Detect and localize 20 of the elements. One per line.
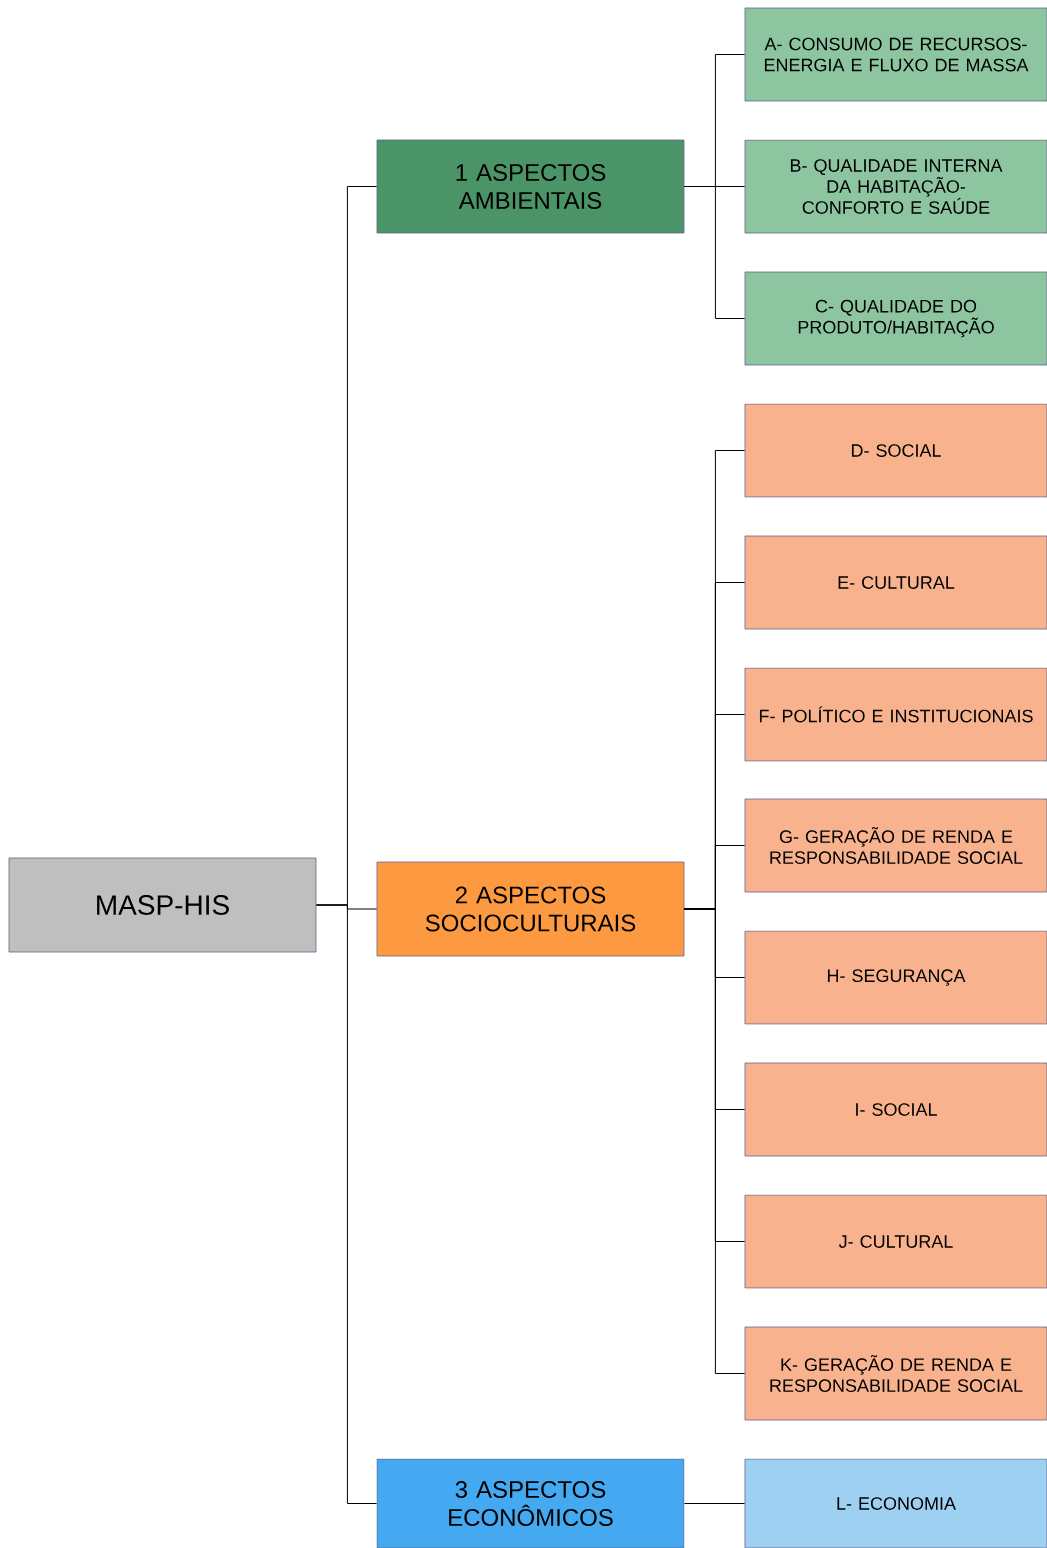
item-box: B- QUALIDADE INTERNA DA HABITAÇÃO- CONFORTO E SAÚDE [744,139,1047,234]
item-box: A- CONSUMO DE RECURSOS- ENERGIA E FLUXO DE MASSA [744,7,1047,102]
item-box: E- CULTURAL [744,535,1047,630]
item-box: F- POLÍTICO E INSTITUCIONAIS [744,667,1047,762]
item-box: I- SOCIAL [744,1062,1047,1157]
item-box: D- SOCIAL [744,403,1047,498]
connector-line [683,908,746,1374]
item-box: L- ECONOMIA [744,1458,1047,1548]
root-box: MASP-HIS [8,857,317,953]
item-box: K- GERAÇÃO DE RENDA E RESPONSABILIDADE SOCIAL [744,1326,1047,1421]
item-box: C- QUALIDADE DO PRODUTO/HABITAÇÃO [744,271,1047,366]
connector-line [315,904,378,1504]
connector-line [683,1503,746,1504]
item-box: H- SEGURANÇA [744,930,1047,1025]
item-box: G- GERAÇÃO DE RENDA E RESPONSABILIDADE SOCIAL [744,798,1047,893]
category-box: 1 ASPECTOS AMBIENTAIS [376,139,685,234]
category-box: 2 ASPECTOS SOCIOCULTURAIS [376,861,685,957]
connector-line [683,186,746,319]
category-box: 3 ASPECTOS ECONÔMICOS [376,1458,685,1548]
item-box: J- CULTURAL [744,1194,1047,1289]
